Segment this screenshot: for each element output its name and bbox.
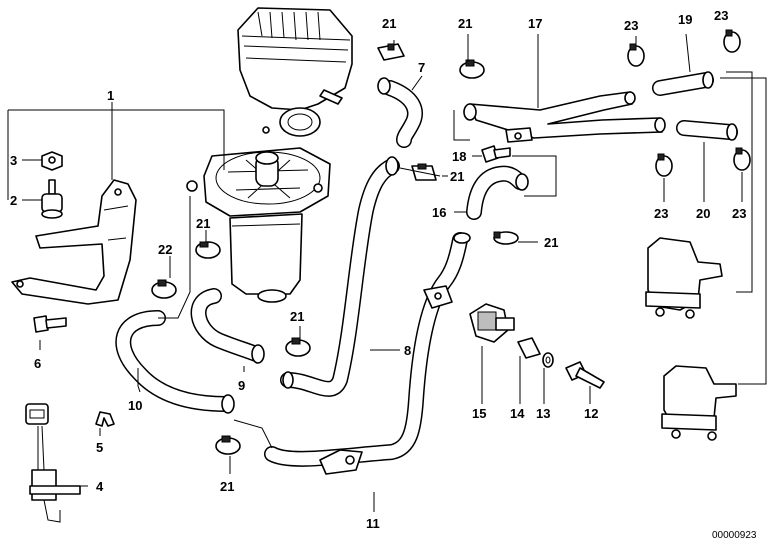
clamp-21-bottom: [215, 435, 241, 455]
hose-20: [676, 120, 738, 141]
washer: [542, 352, 554, 368]
callout-16: 16: [432, 205, 446, 220]
clamp-21-upper-right: [459, 59, 485, 79]
clamp-21-mid: [411, 163, 437, 181]
callout-20: 20: [696, 206, 710, 221]
clamp-22: [151, 279, 177, 299]
callout-21-upper: 21: [458, 16, 472, 31]
callout-21-top: 21: [382, 16, 396, 31]
exhaust-port-upper: [645, 237, 723, 319]
callout-21-hose9: 21: [290, 309, 304, 324]
callout-23-b: 23: [714, 8, 728, 23]
hose-10: [115, 310, 235, 414]
callout-17: 17: [528, 16, 542, 31]
callout-21-bottom: 21: [220, 479, 234, 494]
exhaust-port-lower: [661, 365, 737, 441]
hose-7: [377, 77, 423, 148]
callout-15: 15: [472, 406, 486, 421]
air-pump: [186, 147, 331, 303]
callout-11: 11: [366, 516, 380, 531]
callout-13: 13: [536, 406, 550, 421]
callout-labels: 1 3 2 6 5 4 21 21 17 7 23 19 23 18 21 16…: [10, 8, 757, 541]
callout-23-d: 23: [732, 206, 746, 221]
hose-16: [466, 165, 529, 220]
callout-19: 19: [678, 12, 692, 27]
hex-nut: [41, 151, 63, 171]
rubber-mount: [41, 179, 63, 219]
hose-8: [280, 156, 400, 397]
hose-9: [190, 288, 265, 364]
callout-4: 4: [96, 479, 104, 494]
callout-12: 12: [584, 406, 598, 421]
hose-19: [652, 71, 714, 96]
bolt-18: [481, 145, 511, 163]
callout-23-c: 23: [654, 206, 668, 221]
callout-1: 1: [107, 88, 114, 103]
clamp-21-pump: [195, 241, 221, 259]
callout-22: 22: [158, 242, 172, 257]
clamp-21-hose9: [285, 337, 311, 357]
clamp-21-right: [493, 231, 519, 245]
callout-9: 9: [238, 378, 245, 393]
clamp-23-d: [733, 147, 751, 171]
clamp-23-b: [723, 29, 741, 53]
clamp-21-top: [377, 43, 405, 61]
flange-bolt: [565, 361, 605, 389]
callout-3: 3: [10, 153, 17, 168]
callout-5: 5: [96, 440, 103, 455]
callout-7: 7: [418, 60, 425, 75]
callout-21-right: 21: [544, 235, 558, 250]
leader-lines: [7, 33, 767, 512]
check-valve: [469, 303, 515, 343]
callout-21-pump: 21: [196, 216, 210, 231]
diagram-reference-number: 00000923: [712, 530, 757, 541]
wire-clip: [95, 411, 115, 427]
air-filter-housing: [237, 7, 353, 137]
callout-10: 10: [128, 398, 142, 413]
callout-18: 18: [452, 149, 466, 164]
clamp-23-c: [655, 153, 673, 177]
callout-14: 14: [510, 406, 525, 421]
pipe-17: [463, 91, 666, 143]
pipe-11: [264, 232, 471, 475]
sleeve: [517, 337, 541, 359]
hex-bolt: [33, 315, 67, 333]
sensor-harness: [25, 403, 81, 523]
callout-8: 8: [404, 343, 411, 358]
clamp-23-a: [627, 43, 645, 67]
callout-2: 2: [10, 193, 17, 208]
pump-bracket: [11, 179, 137, 305]
callout-21-mid: 21: [450, 169, 464, 184]
callout-23-a: 23: [624, 18, 638, 33]
callout-6: 6: [34, 356, 41, 371]
